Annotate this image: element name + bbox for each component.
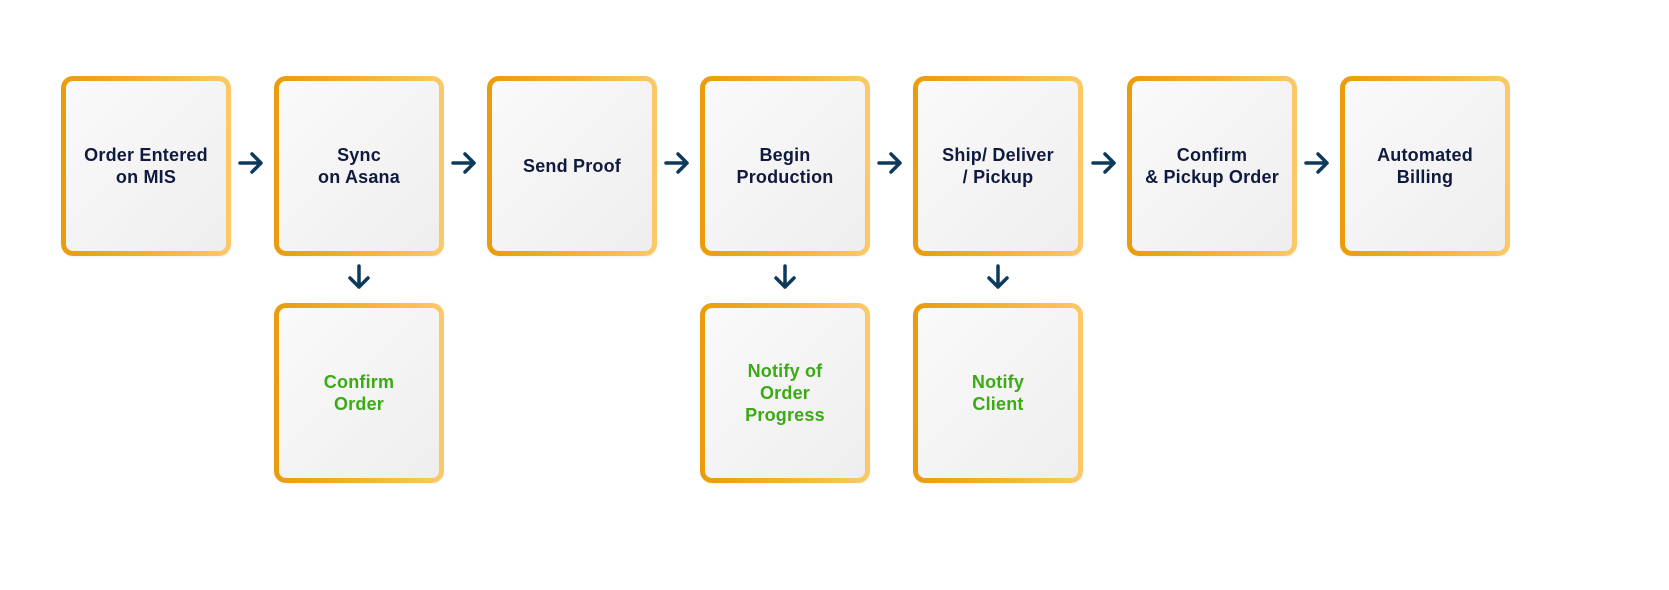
step-label: Begin Production — [736, 145, 834, 187]
arrow-right-icon — [450, 149, 478, 177]
step-label: Order Entered on MIS — [84, 145, 208, 187]
arrow-down-icon — [984, 263, 1012, 291]
step-confirm-pickup-order: Confirm & Pickup Order — [1127, 76, 1297, 256]
arrow-down-icon — [345, 263, 373, 291]
branch-label: Confirm Order — [323, 372, 395, 414]
step-send-proof: Send Proof — [487, 76, 657, 256]
step-label: Confirm & Pickup Order — [1145, 145, 1279, 187]
branch-label: Notify of Order Progress — [745, 361, 825, 425]
arrow-right-icon — [237, 149, 265, 177]
step-label: Sync on Asana — [318, 145, 400, 187]
arrow-right-icon — [1090, 149, 1118, 177]
arrow-right-icon — [663, 149, 691, 177]
step-label: Send Proof — [522, 156, 621, 176]
branch-label: Notify Client — [971, 372, 1025, 414]
arrow-right-icon — [1303, 149, 1331, 177]
step-label: Ship/ Deliver / Pickup — [942, 145, 1054, 187]
step-begin-production: Begin Production — [700, 76, 870, 256]
branch-notify-order-progress: Notify of Order Progress — [700, 303, 870, 483]
step-order-entered: Order Entered on MIS — [61, 76, 231, 256]
branch-notify-client: Notify Client — [913, 303, 1083, 483]
arrow-down-icon — [771, 263, 799, 291]
step-automated-billing: Automated Billing — [1340, 76, 1510, 256]
step-label: Automated Billing — [1377, 145, 1473, 187]
step-sync-asana: Sync on Asana — [274, 76, 444, 256]
arrow-right-icon — [876, 149, 904, 177]
step-ship-deliver-pickup: Ship/ Deliver / Pickup — [913, 76, 1083, 256]
branch-confirm-order: Confirm Order — [274, 303, 444, 483]
